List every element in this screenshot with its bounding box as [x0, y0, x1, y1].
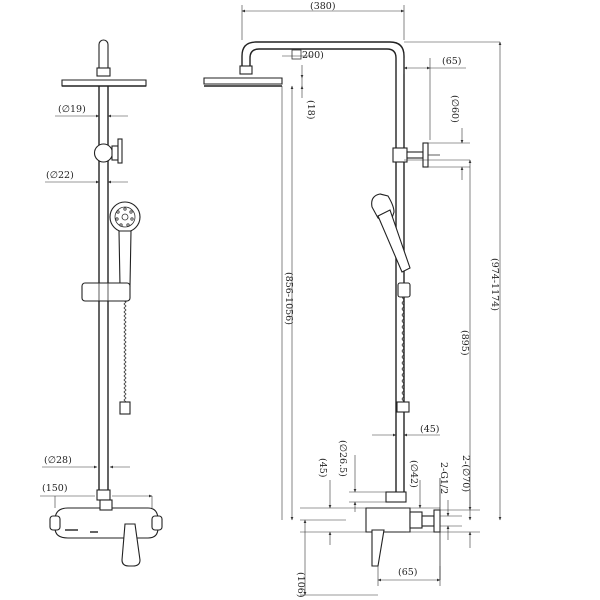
side-dim-h895: (895) — [459, 159, 472, 521]
front-view: (∅19) (∅22) (∅28) (150) — [40, 39, 163, 567]
side-label-w45-right: (45) — [420, 424, 440, 435]
side-riser-pipe — [395, 140, 405, 500]
side-dim-d26: (∅26.5) — [337, 440, 386, 512]
side-label-w380: (380) — [310, 1, 336, 12]
side-dim-sq200: 200) — [282, 49, 324, 61]
front-mixer — [49, 499, 163, 567]
side-dim-w65-top: (65) — [403, 56, 466, 140]
front-dim-d19: (∅19) — [55, 104, 128, 118]
side-label-d60: (∅60) — [449, 95, 460, 123]
side-dim-h45-left: (45) — [300, 458, 366, 545]
side-dim-h18: (18) — [300, 65, 316, 120]
side-label-d26: (∅26.5) — [337, 440, 348, 477]
side-label-h895: (895) — [459, 330, 470, 356]
side-hose — [396, 296, 410, 413]
side-dim-d70: 2-(∅70) — [440, 455, 480, 548]
side-label-g12: 2-G1/2 — [438, 462, 449, 494]
side-label-d70: 2-(∅70) — [460, 455, 471, 492]
front-dim-d28: (∅28) — [42, 455, 130, 469]
side-diverter — [392, 142, 440, 168]
side-hand-shower — [371, 193, 411, 298]
side-mixer — [365, 491, 441, 567]
side-dim-h974: (974-1174) — [489, 41, 502, 521]
side-view: (380) 200) (18) (65) (∅60 — [203, 1, 502, 598]
side-dim-h856: (856-1056) — [283, 85, 294, 521]
side-label-h106: (106) — [295, 572, 306, 598]
side-dim-w45-right: (45) — [372, 424, 440, 437]
side-dim-w65-bottom: (65) — [377, 566, 441, 586]
side-label-h45-left: (45) — [317, 458, 328, 478]
side-label-h18: (18) — [305, 100, 316, 120]
front-label-w150: (150) — [42, 483, 68, 494]
side-label-h974: (974-1174) — [489, 258, 500, 311]
front-hose — [119, 300, 131, 415]
side-rain-head — [203, 65, 283, 87]
front-slide-bracket — [81, 282, 131, 302]
front-dim-w150: (150) — [40, 483, 153, 508]
side-dim-g12: 2-G1/2 — [438, 462, 462, 540]
front-hand-shower — [109, 201, 141, 287]
front-diverter — [93, 138, 123, 164]
square-symbol-icon — [291, 49, 302, 60]
front-rain-head — [61, 79, 147, 87]
side-label-w65-top: (65) — [442, 56, 462, 67]
side-label-h856: (856-1056) — [283, 272, 294, 325]
front-label-d28: (∅28) — [44, 455, 72, 466]
front-label-d22: (∅22) — [46, 170, 74, 181]
front-lower-collar — [96, 489, 111, 501]
front-dim-d22: (∅22) — [45, 170, 128, 184]
side-overhead-arm — [241, 41, 405, 140]
side-label-w65-bottom: (65) — [398, 567, 418, 578]
side-dim-h106: (106) — [295, 519, 378, 598]
side-label-d42: (∅42) — [408, 460, 419, 488]
side-dim-d42: (∅42) — [406, 460, 440, 533]
front-label-d19: (∅19) — [58, 104, 86, 115]
side-label-sq200: 200) — [302, 50, 324, 61]
side-dim-w380: (380) — [241, 1, 405, 13]
side-dim-d60: (∅60) — [428, 95, 470, 180]
front-top-arm — [96, 39, 111, 77]
